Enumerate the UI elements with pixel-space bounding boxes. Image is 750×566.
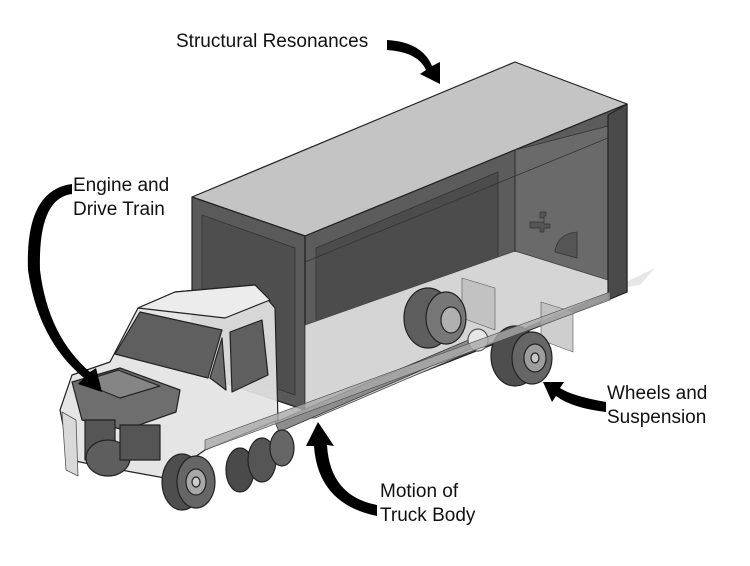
rear-wheel-outer (490, 325, 553, 387)
label-engine-line-1: Engine and (73, 175, 170, 196)
cab-grille (61, 411, 79, 477)
rear-wall-bracket (529, 211, 551, 233)
arrow-wheels-suspension (543, 382, 606, 412)
fuel-tanks (225, 429, 295, 493)
label-wheels-line-1: Wheels and (607, 383, 708, 404)
cab-roof (137, 284, 271, 319)
rear-wall-wheel-well (554, 231, 578, 259)
box-top-inner-line (304, 137, 609, 263)
cab-corner-window (209, 337, 227, 391)
truck-illustration (59, 61, 655, 511)
label-wheels-suspension: Wheels and Suspension (607, 382, 707, 430)
box-rear-edge (607, 103, 628, 301)
label-wheels-line-2: Suspension (607, 407, 707, 428)
label-structural-line-1: Structural Resonances (176, 31, 369, 52)
front-wheel (161, 453, 216, 511)
arrow-engine-drive-train (27, 184, 102, 392)
label-motion-line-2: Truck Body (380, 505, 476, 526)
annotation-arrows (27, 40, 606, 516)
arrow-motion-truck-body (306, 422, 377, 516)
label-engine-drive-train: Engine and Drive Train (73, 174, 169, 222)
arrow-structural-resonances (387, 40, 440, 84)
label-motion-line-1: Motion of (380, 481, 459, 502)
label-motion-truck-body: Motion of Truck Body (380, 480, 475, 528)
cab-windshield (114, 311, 223, 379)
cab-side-window (229, 319, 269, 393)
chassis-rail (204, 291, 611, 451)
label-engine-line-2: Drive Train (73, 199, 165, 220)
label-structural-resonances: Structural Resonances (176, 30, 368, 54)
